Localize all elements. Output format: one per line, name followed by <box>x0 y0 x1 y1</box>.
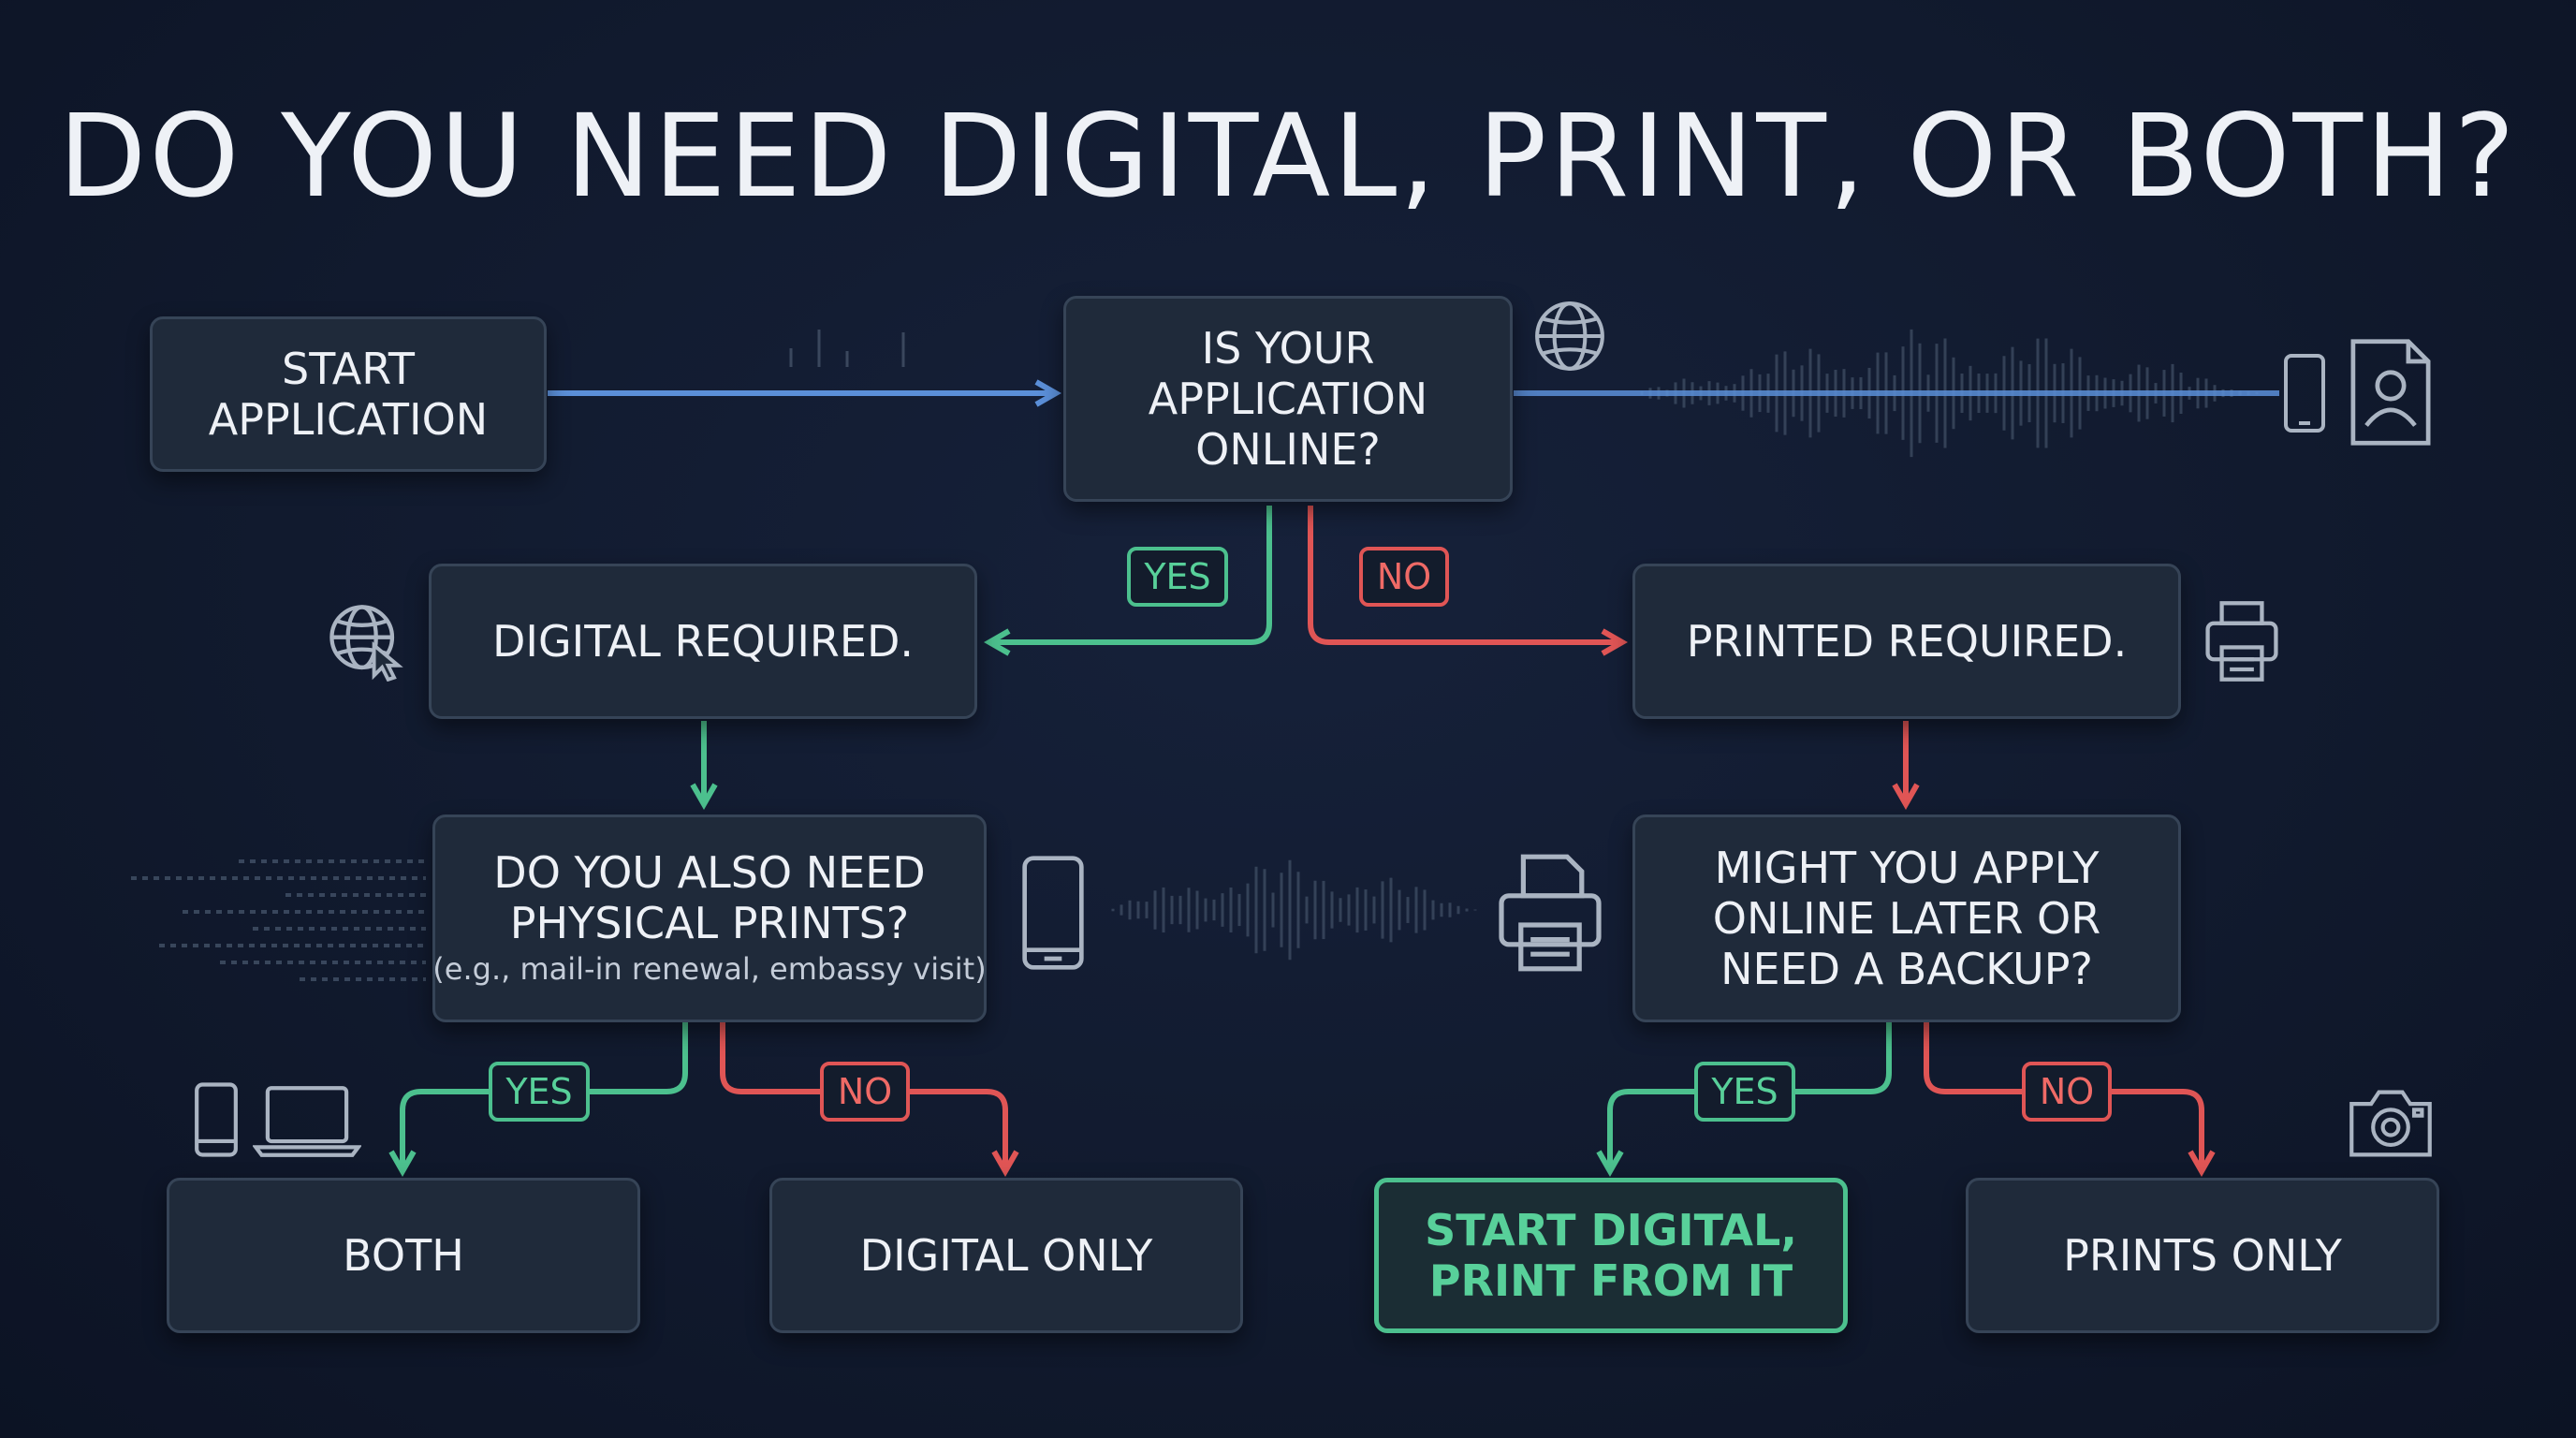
node-text: DIGITAL REQUIRED. <box>492 616 914 667</box>
node-text: ONLINE? <box>1195 424 1381 475</box>
phone-icon <box>1022 856 1084 970</box>
phone-icon <box>2284 354 2325 433</box>
node-prints-only: PRINTS ONLY <box>1966 1178 2439 1333</box>
connector-online-no <box>1308 506 1629 656</box>
node-text: START DIGITAL, <box>1425 1205 1797 1255</box>
camera-icon <box>2349 1090 2432 1157</box>
no-label: NO <box>820 1062 910 1122</box>
node-both: BOTH <box>167 1178 640 1333</box>
printer-icon <box>2205 601 2278 682</box>
node-digital-only: DIGITAL ONLY <box>769 1178 1243 1333</box>
yes-label: YES <box>489 1062 590 1122</box>
waveform-decoration-middle <box>1111 859 1477 961</box>
no-label: NO <box>1359 547 1449 607</box>
node-text: PHYSICAL PRINTS? <box>509 898 910 948</box>
node-text: APPLICATION <box>208 394 489 445</box>
waveform-decoration-top <box>789 330 905 367</box>
globe-cursor-icon <box>329 605 403 682</box>
phone-icon <box>195 1082 238 1157</box>
printer-icon <box>1499 854 1602 972</box>
node-printed-required: PRINTED REQUIRED. <box>1632 564 2181 719</box>
document-user-icon <box>2350 339 2431 446</box>
node-start-application: START APPLICATION <box>150 316 547 472</box>
dataline-decoration-left <box>131 859 426 981</box>
node-need-physical-prints: DO YOU ALSO NEED PHYSICAL PRINTS? (e.g.,… <box>432 814 987 1022</box>
yes-label: YES <box>1694 1062 1795 1122</box>
yes-label: YES <box>1127 547 1228 607</box>
node-text: PRINTS ONLY <box>2063 1230 2342 1281</box>
node-apply-online-later: MIGHT YOU APPLY ONLINE LATER OR NEED A B… <box>1632 814 2181 1022</box>
node-digital-required: DIGITAL REQUIRED. <box>429 564 977 719</box>
page-title: DO YOU NEED DIGITAL, PRINT, OR BOTH? <box>58 90 2518 223</box>
connector-online-yes <box>983 506 1272 656</box>
node-text: IS YOUR <box>1201 323 1375 374</box>
node-text: DIGITAL ONLY <box>859 1230 1153 1281</box>
globe-icon <box>1535 301 1604 371</box>
node-text: ONLINE LATER OR <box>1712 893 2101 944</box>
node-is-application-online: IS YOUR APPLICATION ONLINE? <box>1063 296 1513 502</box>
no-label: NO <box>2022 1062 2112 1122</box>
node-text: PRINT FROM IT <box>1428 1255 1793 1306</box>
node-start-digital-print-from-it: START DIGITAL, PRINT FROM IT <box>1374 1178 1848 1333</box>
node-text: DO YOU ALSO NEED <box>493 847 926 898</box>
node-text: NEED A BACKUP? <box>1720 944 2093 994</box>
node-text: BOTH <box>343 1230 464 1281</box>
node-note: (e.g., mail-in renewal, embassy visit) <box>432 951 987 987</box>
node-text: PRINTED REQUIRED. <box>1686 616 2128 667</box>
laptop-icon <box>253 1086 361 1157</box>
node-text: APPLICATION <box>1148 374 1428 424</box>
node-text: MIGHT YOU APPLY <box>1714 843 2100 893</box>
node-text: START <box>282 344 415 394</box>
